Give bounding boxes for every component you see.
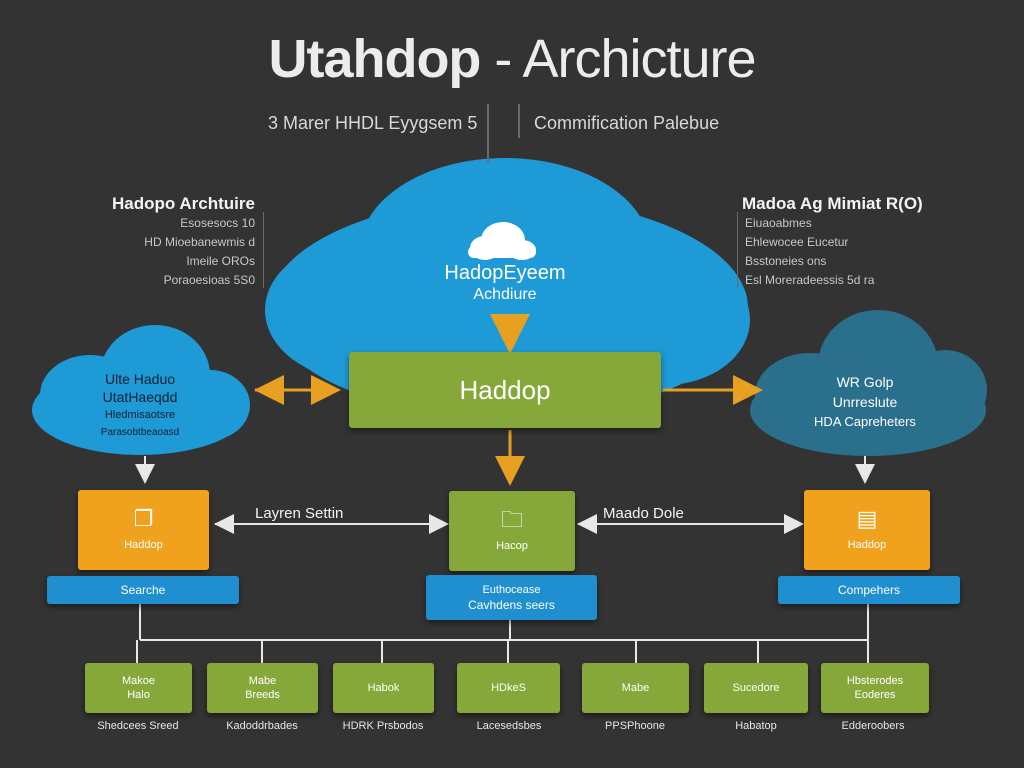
left-panel-heading: Hadopo Archtuire xyxy=(112,194,255,213)
page-title: Utahdop - Archicture xyxy=(0,28,1024,90)
right-panel-line: Ehlewocee Eucetur xyxy=(745,235,849,249)
left-cloud-label: Ulte Haduo UtatHaeqdd Hledmisaotsre Para… xyxy=(60,370,220,442)
tier-right-box[interactable]: ▤ Haddop xyxy=(804,490,930,570)
tier-left-band-label: Searche xyxy=(120,583,166,597)
main-cloud-label: HadopEyeem Achdiure xyxy=(400,262,610,306)
left-cloud-line: Ulte Haduo xyxy=(104,371,176,387)
leaf-line: Sucedore xyxy=(732,682,780,694)
tier-center-band: Euthocease Cavhdens seers xyxy=(426,575,597,620)
edge-label-left: Layren Settin xyxy=(255,505,344,522)
main-cloud-line: Achdiure xyxy=(473,286,537,303)
left-panel-line: Poraoesioas 5S0 xyxy=(163,273,255,287)
leaf-box[interactable]: Mabe xyxy=(582,663,689,713)
left-cloud-line: Hledmisaotsre xyxy=(104,409,176,421)
cloud-icon xyxy=(468,222,536,260)
subtitle-right: Commification Palebue xyxy=(534,113,720,133)
right-panel-lines: Eiuaoabmes Ehlewocee Eucetur Bsstoneies … xyxy=(745,214,945,290)
leaf-box[interactable]: Sucedore xyxy=(704,663,808,713)
leaf-line: Halo xyxy=(127,689,150,701)
leaf-line: Breeds xyxy=(245,689,280,701)
subtitle-divider-left xyxy=(487,104,489,162)
leaf-box[interactable]: Hbsterodes Eoderes xyxy=(821,663,929,713)
right-cloud-line: WR Golp xyxy=(836,374,894,390)
leaf-caption: Kadoddrbades xyxy=(226,720,298,732)
right-panel-line: Eiuaoabmes xyxy=(745,216,812,230)
leaf-line: Habok xyxy=(367,682,400,694)
right-panel-heading: Madoa Ag Mimiat R(O) xyxy=(742,194,923,213)
folder-icon: 🗀 xyxy=(500,507,523,532)
left-panel-line: Imeile OROs xyxy=(186,254,255,268)
subtitle-divider-right xyxy=(518,104,520,138)
edge-label-right: Maado Dole xyxy=(603,505,684,522)
leaf-box[interactable]: Mabe Breeds xyxy=(207,663,318,713)
tier-center-band-line: Euthocease xyxy=(482,583,541,596)
left-panel-line: Esosesocs 10 xyxy=(180,216,255,230)
right-panel-line: Esl Moreradeessis 5d ra xyxy=(745,273,875,287)
left-cloud-shape xyxy=(32,325,250,455)
tier-center-band-line: Cavhdens seers xyxy=(468,597,555,612)
left-cloud-line: UtatHaeqdd xyxy=(102,389,178,405)
leaf-caption: Habatop xyxy=(735,720,777,732)
right-cloud-label: WR Golp Unrreslute HDA Capreheters xyxy=(790,372,940,432)
leaf-caption: Lacesedsbes xyxy=(476,720,542,732)
leaf-line: Makoe xyxy=(121,675,156,687)
leaf-box[interactable]: Habok xyxy=(333,663,434,713)
hadoop-core-box[interactable]: Haddop xyxy=(349,352,661,428)
leaf-box[interactable]: HDkeS xyxy=(457,663,560,713)
leaf-caption: Shedcees Sreed xyxy=(97,720,179,732)
monitor-icon: ▤ xyxy=(856,506,878,531)
left-panel-lines: Esosesocs 10 HD Mioebanewmis d Imeile OR… xyxy=(100,214,255,290)
main-cloud-line: HadopEyeem xyxy=(444,262,566,284)
tier-right-band: Compehers xyxy=(778,576,960,604)
document-stack-icon: ❐ xyxy=(133,506,154,531)
left-panel-divider xyxy=(263,212,264,288)
tier-center-label: Hacop xyxy=(496,540,528,552)
tier-left-band: Searche xyxy=(47,576,239,604)
left-cloud-line: Parasobtbeaoasd xyxy=(100,427,180,438)
leaf-caption: Edderoobers xyxy=(841,720,905,732)
right-cloud-line: Unrreslute xyxy=(832,394,898,410)
leaf-caption: PPSPhoone xyxy=(605,720,665,732)
right-panel-line: Bsstoneies ons xyxy=(745,254,827,268)
subtitle-left: 3 Marer HHDL Eyygsem 5 xyxy=(268,113,478,133)
leaf-box[interactable]: Makoe Halo xyxy=(85,663,192,713)
right-cloud-shape xyxy=(750,310,987,456)
hadoop-core-label: Haddop xyxy=(459,374,551,405)
leaf-line: Hbsterodes xyxy=(846,675,904,687)
leaf-line: Mabe xyxy=(621,682,650,694)
title-main: Utahdop xyxy=(268,29,481,89)
right-cloud-line: HDA Capreheters xyxy=(814,414,916,429)
tier-right-band-label: Compehers xyxy=(837,583,901,597)
right-panel-divider xyxy=(737,212,738,288)
title-separator: - xyxy=(480,29,523,89)
tier-center-box[interactable]: 🗀 Hacop xyxy=(449,491,575,571)
tier-left-label: Haddop xyxy=(124,539,163,551)
leaf-line: Mabe xyxy=(248,675,277,687)
tier-right-label: Haddop xyxy=(847,539,887,551)
leaf-line: Eoderes xyxy=(854,689,896,701)
leaf-line: HDkeS xyxy=(491,682,526,694)
left-panel-line: HD Mioebanewmis d xyxy=(144,235,255,249)
tier-left-box[interactable]: ❐ Haddop xyxy=(78,490,209,570)
leaf-caption: HDRK Prsbodos xyxy=(342,720,424,732)
title-suffix: Archicture xyxy=(522,29,756,89)
